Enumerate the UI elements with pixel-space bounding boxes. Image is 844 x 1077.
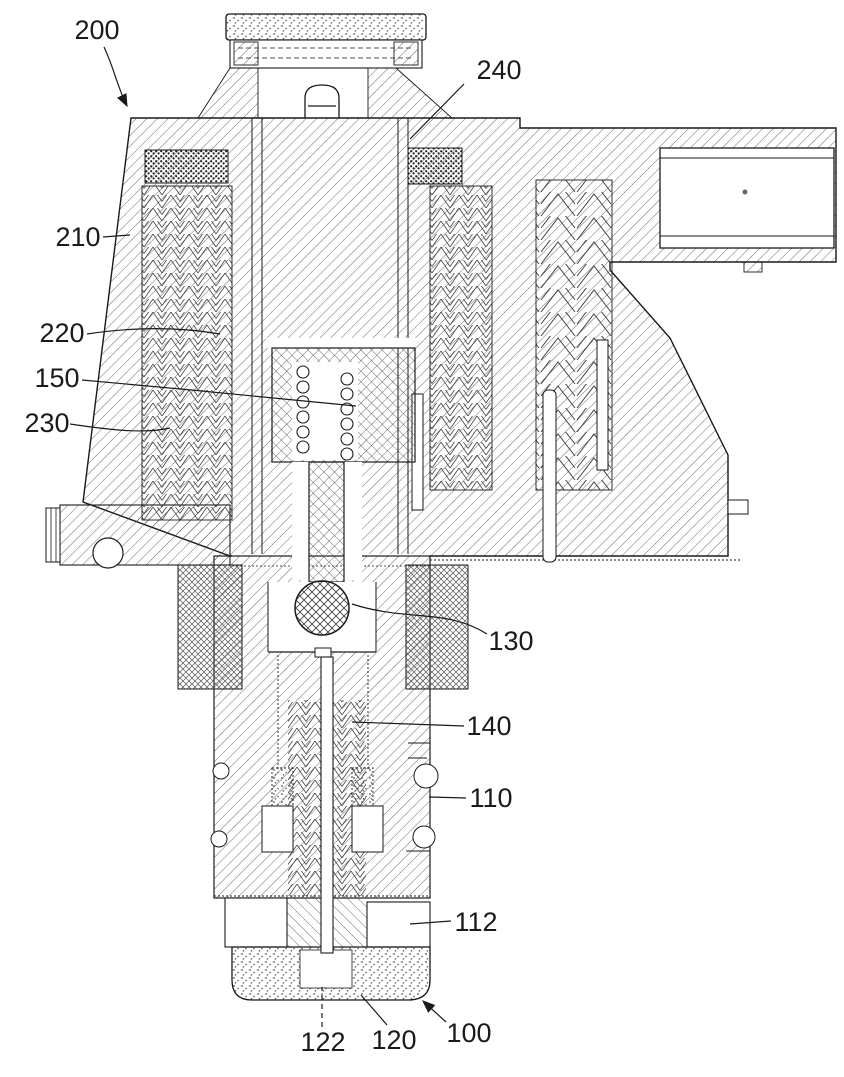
leader-220 [86,328,221,335]
guide-pin-center [542,389,557,563]
oring-left-upper [212,762,230,780]
ref-label-210: 210 [55,222,100,252]
ref-label-100: 100 [446,1018,491,1048]
flange-oring [92,537,124,569]
knurl-left [177,564,243,690]
coil-end-band-left [144,149,229,184]
ref-label-112: 112 [454,907,497,937]
nozzle-tip [214,895,431,1001]
coil-right [429,185,493,491]
ref-label-150: 150 [34,363,79,393]
valve-ball [294,580,350,636]
vent-dome [304,84,340,118]
flange-clip [45,507,61,563]
solenoid-coils [141,147,493,521]
leader-120 [360,994,388,1026]
leader-210 [102,234,131,238]
leader-140 [351,721,465,727]
cap-lower-slab [229,39,423,69]
leader-112 [409,920,452,925]
ref-label-200: 200 [74,15,119,45]
oring-left-lower [210,830,228,848]
ref-label-230: 230 [24,408,69,438]
outlet-window-left [224,897,288,948]
pintle-cap [314,647,332,658]
ref-label-140: 140 [466,711,511,741]
bottom-cap-center [299,949,353,989]
cavity-left [261,805,294,853]
leader-150 [81,379,357,407]
cap-shoulder-left [197,67,259,119]
upper-cap-assembly [197,13,454,119]
connector-port [659,147,835,249]
outlet-window-right [366,901,431,948]
leader-200 [103,46,128,108]
cap-top-slab [225,13,427,41]
plunger-stem [308,461,345,583]
leader-100 [422,1000,447,1023]
ref-label-110: 110 [469,783,512,813]
ref-label-122: 122 [300,1027,345,1057]
cap-shoulder-right [367,67,454,119]
port-dot [742,189,748,195]
leader-240 [409,83,465,140]
leader-130 [351,603,488,635]
leader-230 [69,423,171,432]
seal-right [351,767,374,807]
knurled-section [177,564,469,690]
valve-needle [320,656,334,954]
ref-label-240: 240 [476,55,521,85]
ref-label-120: 120 [371,1025,416,1055]
ref-label-130: 130 [488,626,533,656]
herringbone-column [411,179,613,563]
knurl-right [405,564,469,690]
seal-left [271,767,294,807]
port-hole-lower [412,825,436,849]
ball-valve [267,580,377,954]
cavity-right [351,805,384,853]
guide-pin-right [596,339,609,471]
coil-end-band-right [407,147,463,185]
side-tab [727,499,749,515]
arm-tab [743,261,763,273]
coil-left [141,185,233,521]
port-hole-upper [413,763,439,789]
ref-label-220: 220 [39,318,84,348]
reference-labels: 200 240 210 220 150 230 130 140 110 112 100 120 122 [24,15,533,1057]
leader-110 [428,796,467,799]
